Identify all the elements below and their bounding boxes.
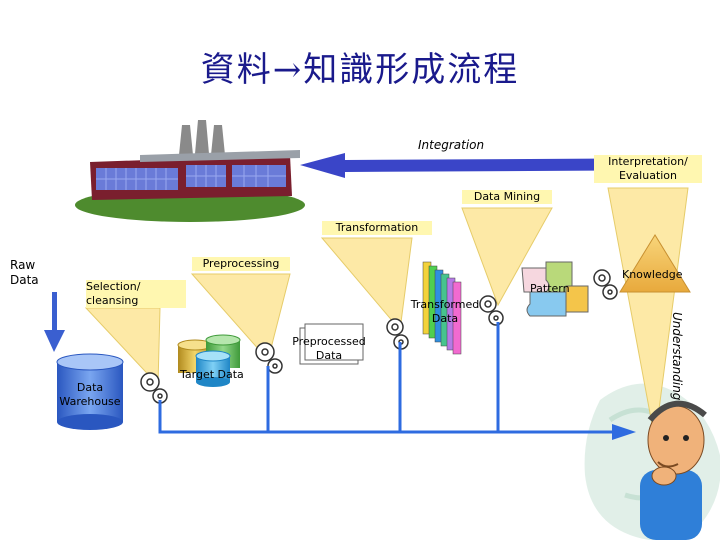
target-data-cylinders: [177, 334, 241, 387]
transformed-data-stack: [422, 261, 462, 355]
puzzle-icon: [521, 261, 589, 317]
data-warehouse-label: Data Warehouse: [59, 381, 121, 408]
understanding-label: Understanding: [670, 312, 684, 401]
raw-data-arrow: [44, 292, 65, 352]
factory-icon: [75, 120, 305, 222]
feedback-arrowhead: [612, 424, 636, 440]
selection-label: Selection/ cleansing: [86, 280, 186, 308]
knowledge-label: Knowledge: [622, 268, 683, 281]
preprocessed-data-sheets: [299, 323, 364, 365]
feedback-lines: [158, 322, 612, 434]
pattern-label: Pattern: [530, 282, 570, 295]
callout-cones: [84, 187, 689, 441]
transformation-label: Transformation: [322, 221, 432, 235]
thinker-icon: [640, 400, 707, 540]
transformed-data-label: Transformed Data: [410, 298, 480, 325]
target-data-label: Target Data: [180, 368, 244, 381]
gear-icon: [140, 269, 618, 404]
database-icon: [56, 353, 124, 430]
page-title: 資料→知識形成流程: [200, 50, 520, 90]
raw-data-label: Raw Data: [10, 258, 39, 287]
data-mining-label: Data Mining: [462, 190, 552, 204]
preprocessing-label: Preprocessing: [192, 257, 290, 271]
interpretation-label: Interpretation/ Evaluation: [594, 155, 702, 183]
preprocessed-data-label: Preprocessed Data: [292, 335, 366, 362]
integration-label: Integration: [418, 138, 485, 152]
knowledge-triangle: [619, 234, 691, 293]
